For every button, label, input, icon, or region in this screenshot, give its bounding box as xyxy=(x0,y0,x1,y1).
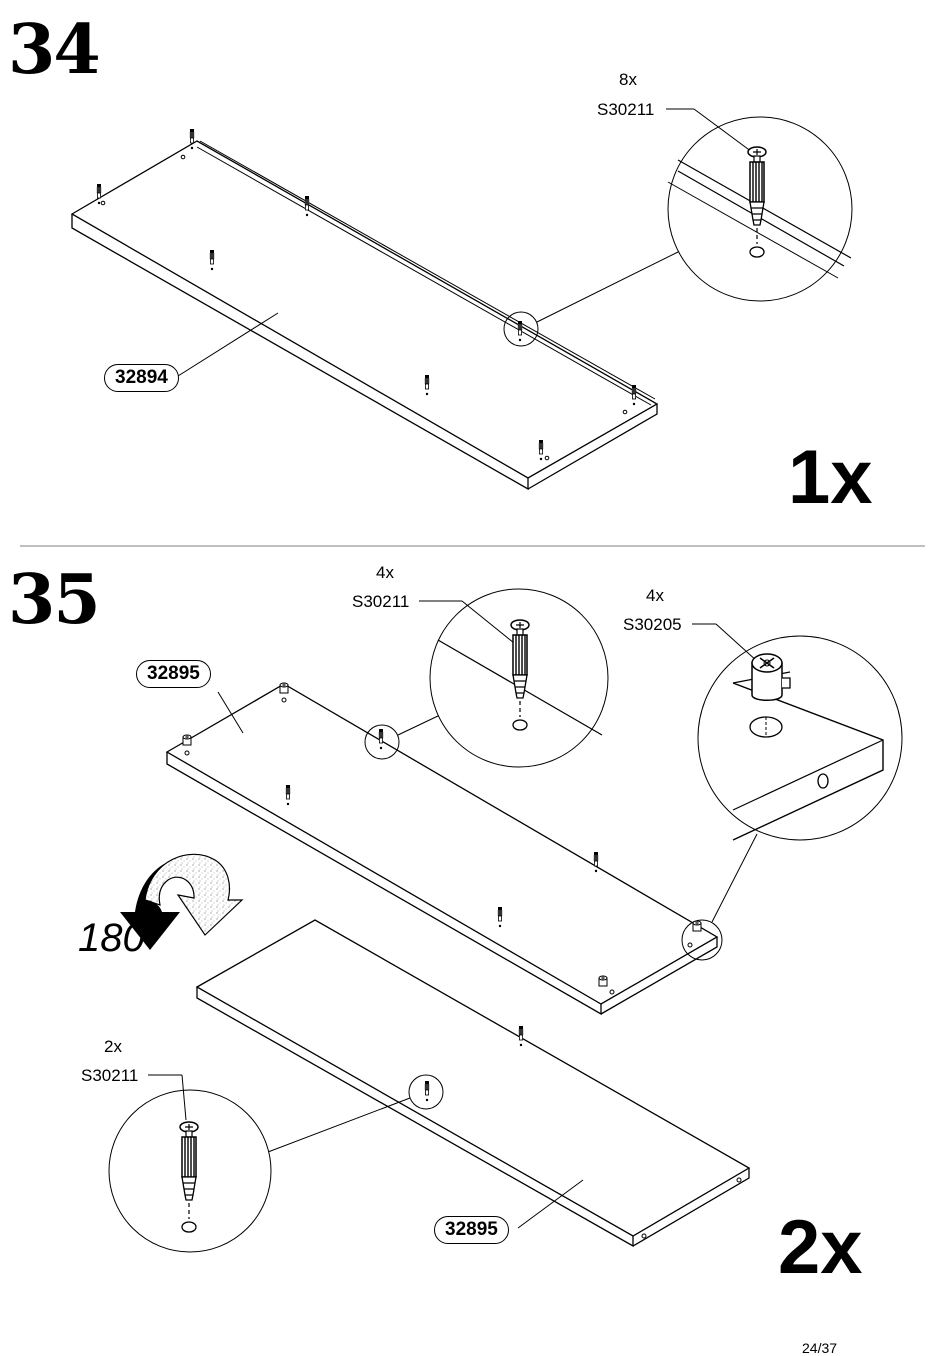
part-label-32894: 32894 xyxy=(104,364,179,392)
part-label-32895-top: 32895 xyxy=(136,660,211,688)
step35-top-dowel-part: S30211 xyxy=(352,592,410,611)
step-number-34: 34 xyxy=(8,10,101,90)
step-number-35: 35 xyxy=(8,560,101,640)
step34-quantity: 1x xyxy=(788,435,873,520)
rotation-label: 180° xyxy=(78,916,161,960)
step35-top-fittings xyxy=(182,682,702,995)
part-label-32895-bottom: 32895 xyxy=(434,1216,509,1244)
step34-dowels xyxy=(96,128,637,461)
step34-callout-part: S30211 xyxy=(597,100,655,119)
panel-32894 xyxy=(70,140,659,491)
cam-lock-detail-icon xyxy=(751,653,791,701)
page-number: 24/37 xyxy=(802,1340,838,1356)
panel-32895-bottom xyxy=(195,919,751,1248)
step35-bottom-dowels xyxy=(424,1025,742,1239)
step34-callout-count: 8x xyxy=(619,70,637,89)
step35-cam-count: 4x xyxy=(646,586,664,605)
step35-cam-part: S30205 xyxy=(623,615,682,634)
step35-bottom-dowel-part: S30211 xyxy=(81,1066,139,1085)
step35-bottom-dowel-count: 2x xyxy=(104,1037,122,1056)
step35-quantity: 2x xyxy=(778,1205,863,1290)
step35-top-dowel-count: 4x xyxy=(376,563,394,582)
panel-32895-top xyxy=(165,683,719,1016)
step35-cam-magnifier xyxy=(681,623,903,961)
rotation-arrow-icon xyxy=(120,853,244,950)
